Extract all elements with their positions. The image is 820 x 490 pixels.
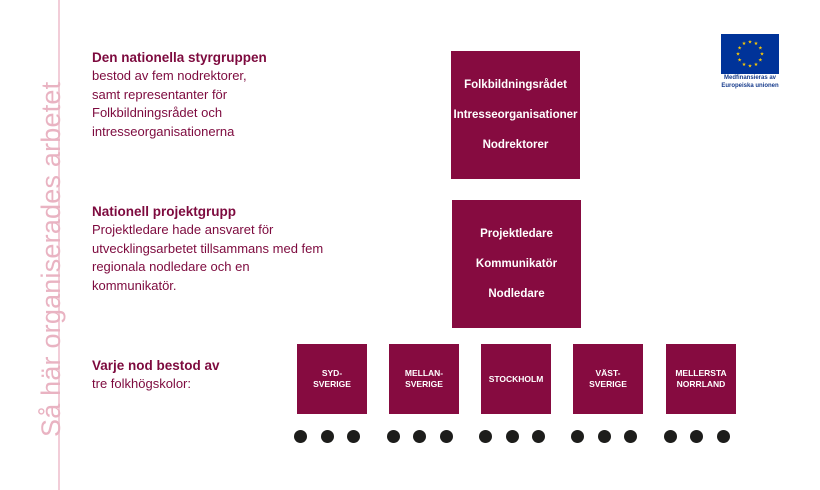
vertical-divider <box>58 0 60 490</box>
steering-group-line: samt representanter för <box>92 86 228 102</box>
steering-member: Nodrektorer <box>482 139 549 151</box>
school-dot <box>598 430 611 443</box>
eu-star-icon: ★ <box>758 58 763 64</box>
school-dot <box>571 430 584 443</box>
steering-group-line: bestod av fem nodrektorer, <box>92 68 247 83</box>
node-heading: Varje nod bestod av <box>92 358 220 373</box>
steering-group-heading: Den nationella styrgruppen <box>92 50 267 65</box>
project-group-box: Projektledare Kommunikatör Nodledare <box>452 200 581 328</box>
eu-caption-line: Europeiska unionen <box>721 82 779 89</box>
eu-star-icon: ★ <box>758 46 763 52</box>
node-label: SVERIGE <box>405 379 443 389</box>
eu-star-icon: ★ <box>754 41 759 47</box>
eu-star-icon: ★ <box>754 62 759 68</box>
school-dot <box>624 430 637 443</box>
eu-caption: Medfinansieras av Europeiska unionen <box>708 75 792 90</box>
node-text: Varje nod bestod av tre folkhögskolor: <box>92 357 392 394</box>
steering-member: Intresseorganisationer <box>453 109 578 121</box>
node-box-mellersta-norrland: MELLERSTA NORRLAND <box>666 344 736 414</box>
node-label: SVERIGE <box>589 379 627 389</box>
node-box-vast-sverige: VÄST- SVERIGE <box>573 344 643 414</box>
steering-group-text: Den nationella styrgruppen bestod av fem… <box>92 49 392 141</box>
project-member: Kommunikatör <box>475 258 558 270</box>
node-label: STOCKHOLM <box>488 373 544 384</box>
steering-member: Folkbildningsrådet <box>464 79 567 91</box>
node-label: VÄST- <box>595 368 621 378</box>
node-label: NORRLAND <box>676 379 726 389</box>
project-group-line: kommunikatör. <box>92 277 177 293</box>
eu-star-icon: ★ <box>742 41 747 47</box>
school-dot <box>664 430 677 443</box>
eu-star-icon: ★ <box>737 46 742 52</box>
eu-star-icon: ★ <box>736 52 741 58</box>
node-box-mellan-sverige: MELLAN- SVERIGE <box>389 344 459 414</box>
steering-group-line: Folkbildningsrådet och <box>92 105 223 120</box>
eu-star-icon: ★ <box>760 52 765 58</box>
school-dot <box>294 430 307 443</box>
school-dot <box>506 430 519 443</box>
project-group-text: Nationell projektgrupp Projektledare had… <box>92 203 412 295</box>
project-member: Nodledare <box>488 288 545 300</box>
project-group-heading: Nationell projektgrupp <box>92 204 237 219</box>
eu-star-icon: ★ <box>748 40 753 46</box>
school-dot <box>321 430 334 443</box>
eu-star-icon: ★ <box>737 58 742 64</box>
school-dot <box>413 430 426 443</box>
project-group-line: regionala nodledare och en <box>92 259 250 274</box>
project-group-line: Projektledare hade ansvaret för <box>92 222 274 237</box>
node-box-syd-sverige: SYD- SVERIGE <box>297 344 367 414</box>
node-label: MELLERSTA <box>675 368 727 378</box>
node-label: MELLAN- <box>404 368 444 378</box>
steering-group-box: Folkbildningsrådet Intresseorganisatione… <box>451 51 580 179</box>
steering-group-line: intresseorganisationerna <box>92 123 235 139</box>
school-dot <box>440 430 453 443</box>
school-dot <box>690 430 703 443</box>
eu-caption-line: Medfinansieras av <box>723 75 777 81</box>
school-dot <box>479 430 492 443</box>
school-dot <box>532 430 545 443</box>
school-dot <box>347 430 360 443</box>
eu-flag-icon: ★★★★★★★★★★★★ <box>721 34 779 74</box>
school-dot <box>387 430 400 443</box>
node-line: tre folkhögskolor: <box>92 376 191 391</box>
side-title: Så här organiserades arbetet <box>36 81 66 437</box>
project-group-line: utvecklingsarbetet tillsammans med fem <box>92 240 324 256</box>
eu-star-icon: ★ <box>748 64 753 70</box>
project-member: Projektledare <box>480 228 553 240</box>
school-dot <box>717 430 730 443</box>
node-box-stockholm: STOCKHOLM <box>481 344 551 414</box>
node-label: SYD- <box>321 368 343 378</box>
node-label: SVERIGE <box>313 379 351 389</box>
eu-star-icon: ★ <box>742 62 747 68</box>
